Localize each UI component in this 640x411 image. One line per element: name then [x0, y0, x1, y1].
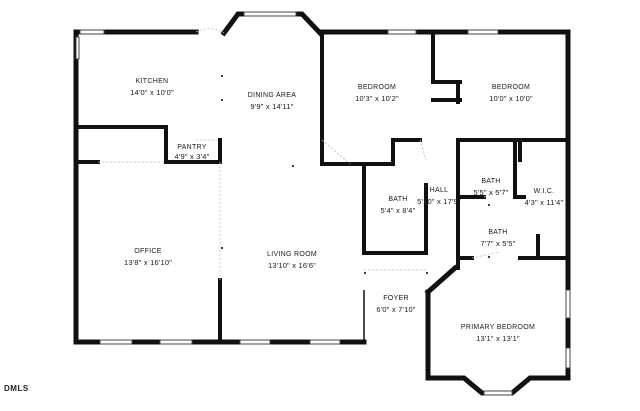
bath-upper-label: BATH 5'5" x 5'7" — [474, 176, 509, 198]
pantry-label: PANTRY 4'9" x 3'4" — [175, 143, 210, 161]
kitchen-label: KITCHEN 14'0" x 10'0" — [130, 76, 174, 98]
office-dims: 13'8" x 16'10" — [123, 258, 173, 267]
primary-bedroom-dims: 13'1" x 13'1" — [476, 334, 520, 343]
bath-hall-dims: 5'4" x 8'4" — [380, 206, 416, 215]
office-name: OFFICE — [134, 248, 162, 255]
bath-upper-dims: 5'5" x 5'7" — [473, 188, 509, 197]
wic-label: W.I.C. 4'3" x 11'4" — [525, 186, 564, 208]
living-room-label: LIVING ROOM 13'10" x 16'6" — [267, 249, 317, 271]
hall-dims: 5'10" x 17'9" — [417, 197, 461, 206]
bedroom-1-name: BEDROOM — [357, 84, 397, 91]
dining-name: DINING AREA — [247, 92, 297, 99]
windows — [75, 11, 571, 396]
dining-dims: 9'9" x 14'11" — [250, 102, 294, 111]
pantry-name: PANTRY — [177, 144, 207, 151]
bedroom-2-label: BEDROOM 10'0" x 10'0" — [489, 82, 533, 104]
door-swings — [98, 28, 507, 280]
bedroom-2-name: BEDROOM — [491, 84, 531, 91]
wic-dims: 4'3" x 11'4" — [524, 198, 564, 207]
bath-primary-label: BATH 7'7" x 5'5" — [481, 227, 516, 249]
hall-name: HALL — [429, 187, 449, 194]
bath-primary-dims: 7'7" x 5'5" — [480, 239, 516, 248]
kitchen-dims: 14'0" x 10'0" — [130, 88, 174, 97]
marker-dots — [221, 75, 490, 274]
dining-label: DINING AREA 9'9" x 14'11" — [248, 90, 296, 112]
living-room-name: LIVING ROOM — [267, 251, 317, 258]
dmls-logo: DMLS — [4, 384, 29, 393]
primary-bedroom-label: PRIMARY BEDROOM 13'1" x 13'1" — [461, 322, 535, 344]
foyer-dims: 6'0" x 7'10" — [376, 305, 416, 314]
bedroom-1-dims: 10'3" x 10'2" — [355, 94, 399, 103]
interior-walls — [74, 30, 570, 344]
living-room-dims: 13'10" x 16'6" — [267, 261, 317, 270]
bedroom-2-dims: 10'0" x 10'0" — [489, 94, 533, 103]
foyer-name: FOYER — [383, 295, 409, 302]
office-label: OFFICE 13'8" x 16'10" — [124, 246, 172, 268]
wic-name: W.I.C. — [533, 188, 555, 195]
bedroom-1-label: BEDROOM 10'3" x 10'2" — [355, 82, 399, 104]
bath-primary-name: BATH — [488, 229, 508, 236]
kitchen-name: KITCHEN — [135, 78, 169, 85]
pantry-dims: 4'9" x 3'4" — [174, 152, 210, 161]
primary-bedroom-name: PRIMARY BEDROOM — [460, 324, 536, 331]
bath-hall-label: BATH 5'4" x 8'4" — [381, 194, 416, 216]
foyer-label: FOYER 6'0" x 7'10" — [376, 293, 415, 315]
bath-upper-name: BATH — [481, 178, 501, 185]
hall-label: HALL 5'10" x 17'9" — [417, 185, 461, 207]
bath-hall-name: BATH — [388, 196, 408, 203]
